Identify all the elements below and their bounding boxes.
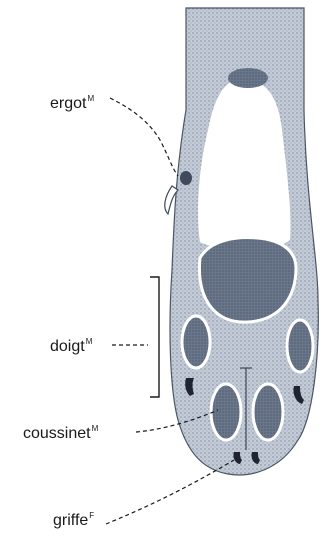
toe-pad-right	[287, 320, 313, 372]
toe-pad-mid-right	[253, 384, 283, 440]
toe-pad-left	[182, 316, 210, 368]
label-griffe: griffeF	[53, 513, 94, 529]
label-coussinet: coussinetM	[23, 426, 98, 442]
bracket-doigt	[150, 277, 159, 397]
label-ergot-gender: M	[87, 94, 94, 103]
label-ergot: ergotM	[50, 96, 94, 112]
leader-ergot	[110, 98, 178, 176]
label-doigt: doigtM	[50, 339, 92, 355]
label-doigt-gender: M	[86, 337, 93, 346]
label-coussinet-word: coussinet	[23, 425, 91, 442]
label-coussinet-gender: M	[92, 424, 99, 433]
label-doigt-word: doigt	[50, 338, 85, 355]
carpal-pad	[228, 68, 268, 88]
main-pad	[199, 238, 296, 323]
label-ergot-word: ergot	[50, 95, 86, 112]
label-griffe-gender: F	[89, 511, 94, 520]
toe-pad-mid-left	[211, 384, 241, 440]
label-griffe-word: griffe	[53, 512, 88, 529]
ergot-pad	[180, 171, 192, 185]
